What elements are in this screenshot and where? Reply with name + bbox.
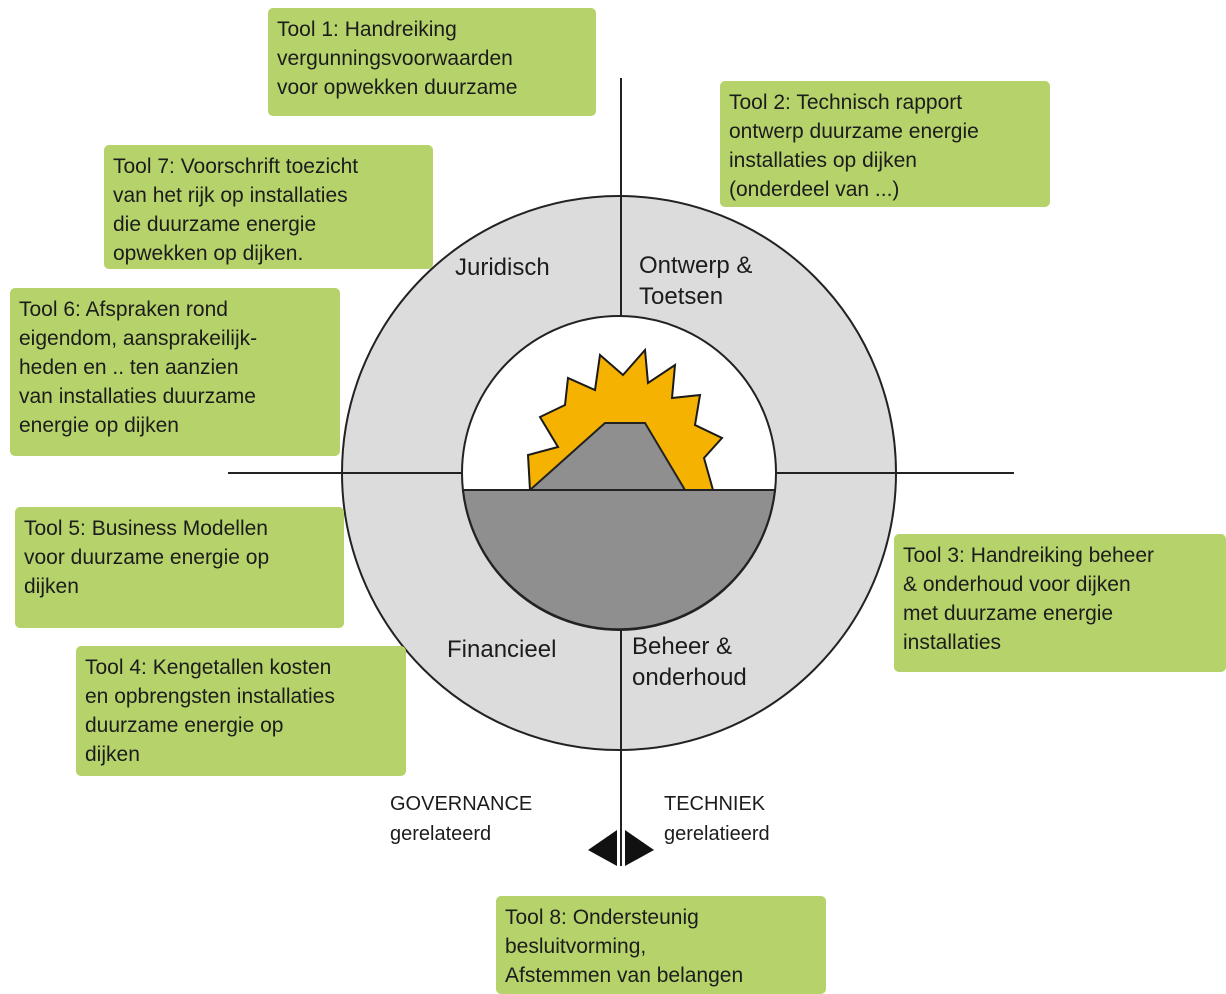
tool-6-box: Tool 6: Afspraken rond eigendom, aanspra… (10, 288, 340, 456)
techniek-title: TECHNIEK (664, 793, 766, 815)
arrow-right-icon (625, 830, 654, 866)
quadrant-label-juridisch: Juridisch (455, 254, 550, 281)
tool-4-box: Tool 4: Kengetallen kosten en opbrengste… (76, 646, 406, 776)
techniek-subtitle: gerelatieerd (664, 823, 770, 845)
quadrant-label-beheer: Beheer & onderhoud (632, 633, 747, 691)
arrow-left-icon (588, 830, 617, 866)
tool-8-box: Tool 8: Ondersteunig besluitvorming, Afs… (496, 896, 826, 994)
governance-title: GOVERNANCE (390, 793, 533, 815)
governance-subtitle: gerelateerd (390, 823, 492, 845)
tool-5-box: Tool 5: Business Modellen voor duurzame … (15, 507, 344, 628)
dike-icon (461, 489, 777, 631)
tool-2-box: Tool 2: Technisch rapport ontwerp duurza… (720, 81, 1050, 207)
tool-3-box: Tool 3: Handreiking beheer & onderhoud v… (894, 534, 1226, 672)
tool-7-box: Tool 7: Voorschrift toezicht van het rij… (104, 145, 433, 269)
quadrant-label-ontwerp: Ontwerp & Toetsen (639, 252, 753, 310)
tool-1-box: Tool 1: Handreiking vergunningsvoorwaard… (268, 8, 596, 116)
quadrant-label-financieel: Financieel (447, 636, 557, 663)
